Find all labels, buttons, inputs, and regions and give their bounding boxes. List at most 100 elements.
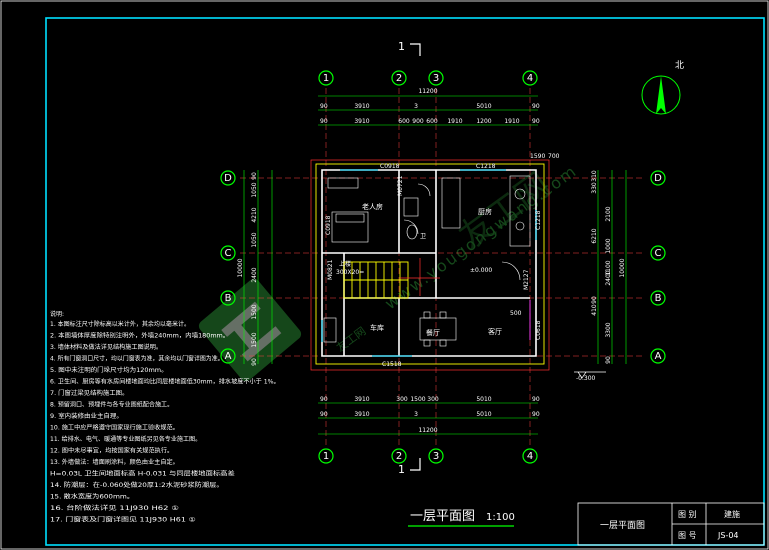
notes-line: 11. 给排水、电气、暖通等专业图纸另见各专业施工图。	[50, 435, 201, 443]
axis-bubbles-right: D C B A	[650, 170, 666, 364]
dim-right-10: 90	[605, 356, 612, 364]
dim-misc-1: 700	[548, 153, 560, 160]
dim-top-r2-7: 1910	[504, 118, 519, 125]
dim-right-8: 90	[591, 296, 598, 304]
axis-label-4-bottom: 4	[527, 451, 533, 462]
dim-top-r2-0: 90	[320, 118, 328, 125]
axis-label-B: B	[225, 293, 232, 304]
axis-label-C: C	[225, 248, 232, 259]
notes-line: 15. 散水宽度为600mm。	[50, 493, 134, 501]
design-notes: 说明: 1. 本图标注尺寸除标高以米计外，其余均以毫米计。 2. 本图墙体厚度除特别…	[50, 310, 280, 524]
dim-left-total: 10000	[237, 258, 244, 277]
floor-level: ±0.000	[470, 267, 492, 274]
elevation-label: -0.300	[576, 375, 596, 382]
dim-right-6: 2400	[605, 270, 612, 285]
room-dining: 餐厅	[426, 328, 440, 337]
door-bath: M0721	[397, 175, 404, 196]
dim-left-4: 2400	[251, 267, 258, 282]
drawing-title-text: 一层平面图	[410, 509, 475, 524]
title-block-name: 一层平面图	[600, 520, 645, 531]
axis-label-4: 4	[527, 73, 533, 84]
win-small: C0618	[535, 320, 542, 340]
axis-label-B-right: B	[655, 293, 662, 304]
dim-bot-r2-0: 90	[320, 411, 328, 418]
dim-bot-r1-6: 90	[532, 396, 540, 403]
axis-label-D: D	[224, 173, 232, 184]
drawing-title: 一层平面图 1:100	[408, 509, 515, 527]
door-side: M0821	[327, 259, 334, 280]
dim-left-1: 1050	[251, 182, 258, 197]
room-kitchen: 厨房	[478, 207, 492, 216]
dim-left-7: 90	[251, 358, 258, 366]
room-stair-size: 300X20=	[336, 269, 364, 276]
axis-label-3: 3	[433, 73, 439, 84]
axis-label-C-right: C	[655, 248, 662, 259]
dim-top-r1-2: 3	[414, 103, 418, 110]
dim-top-r2-5: 1910	[447, 118, 462, 125]
dim-left-0: 90	[251, 172, 258, 180]
dim-left-5: 1500	[251, 304, 258, 319]
room-garage: 车库	[370, 323, 384, 332]
north-arrow: 北	[641, 60, 684, 115]
elevation-marker: -0.300	[574, 371, 606, 382]
room-stair: 上楼	[339, 260, 351, 268]
notes-line: 2. 本图墙体厚度除特别注明外，外墙240mm，内墙180mm。	[50, 332, 229, 340]
notes-line: 14. 防潮层：在-0.060处做20厚1:2水泥砂浆防潮层。	[50, 481, 224, 489]
dim-top-r2-6: 1200	[476, 118, 491, 125]
win-top-right: C1218	[476, 163, 496, 170]
stair	[343, 261, 409, 299]
notes-line: 1. 本图标注尺寸除标高以米计外，其余均以毫米计。	[50, 320, 190, 328]
section-mark-label: 1	[398, 40, 405, 53]
dim-bot-r2-3: 5010	[476, 411, 491, 418]
dim-left-6: 1500	[251, 332, 258, 347]
title-block-label-type: 图 别	[678, 510, 697, 519]
dim-bot-r1-0: 90	[320, 396, 328, 403]
win-right: C1218	[535, 210, 542, 230]
notes-line: 7. 门窗过梁见结构施工图。	[50, 389, 128, 397]
dim-right-3: 6210	[591, 228, 598, 243]
axis-label-D-right: D	[654, 173, 662, 184]
dim-top-r2-1: 3910	[354, 118, 369, 125]
dim-top-r2-8: 90	[532, 118, 540, 125]
dim-bot-r2-2: 3	[414, 411, 418, 418]
notes-line: 8. 预留洞口、预埋件与各专业图纸配合施工。	[50, 401, 173, 409]
dim-bot-r1-2: 300	[396, 396, 408, 403]
dim-bot-r2-4: 90	[532, 411, 540, 418]
axis-label-A-right: A	[655, 351, 662, 362]
watermark-logo-text: 友工网	[334, 324, 369, 355]
dim-left-3: 1050	[251, 232, 258, 247]
dim-bot-r1-3: 1500	[410, 396, 425, 403]
dim-top-r1-3: 5010	[476, 103, 491, 110]
title-block-value-type: 建施	[724, 509, 740, 519]
bottom-dimensions: 90 3910 300 1500 300 5010 90 90 3910 3 5…	[318, 396, 540, 435]
dim-left-2: 4210	[251, 207, 258, 222]
notes-line: 9. 室内装修由业主自理。	[50, 412, 123, 420]
title-block-label-no: 图 号	[678, 531, 697, 540]
dim-top-total: 11200	[418, 88, 437, 95]
dim-top-r2-2: 600	[398, 118, 410, 125]
notes-heading: 说明:	[50, 310, 64, 318]
axis-bubbles-top: 1 2 3 4	[318, 70, 538, 86]
notes-line: 17. 门窗表及门窗详图见 11J930 H61 ①	[50, 516, 196, 524]
axis-label-2: 2	[396, 73, 402, 84]
win-bottom: C1518	[382, 361, 402, 368]
dim-right-7: 410	[591, 304, 598, 316]
dim-bot-r1-5: 5010	[476, 396, 491, 403]
axis-bubbles-bottom: 1 2 3 4	[318, 448, 538, 464]
dim-bot-total: 11200	[418, 427, 437, 434]
room-labels: 老人房 厨房 车库 餐厅 客厅 卫 上楼 300X20=	[336, 202, 502, 337]
dim-misc-2: 500	[510, 310, 522, 317]
right-dimensions: 310 330 2100 6210 1000 1100 2400 410 90 …	[591, 170, 627, 364]
dim-top-r2-3: 900	[412, 118, 424, 125]
notes-line: 12. 图中未尽事宜，均按国家有关规范执行。	[50, 447, 173, 455]
notes-line: 3. 墙体材料及做法详见结构施工图说明。	[50, 343, 162, 351]
notes-line: H=0.03L 卫生间地面标高 H-0.031 与同层楼地面标高差	[50, 470, 235, 478]
dim-right-0: 310	[591, 170, 598, 182]
dim-misc-0: 1590	[530, 153, 545, 160]
dim-top-r2-4: 600	[426, 118, 438, 125]
section-mark-top: 1	[398, 40, 421, 56]
axis-label-2-bottom: 2	[396, 451, 402, 462]
dim-top-r1-0: 90	[320, 103, 328, 110]
